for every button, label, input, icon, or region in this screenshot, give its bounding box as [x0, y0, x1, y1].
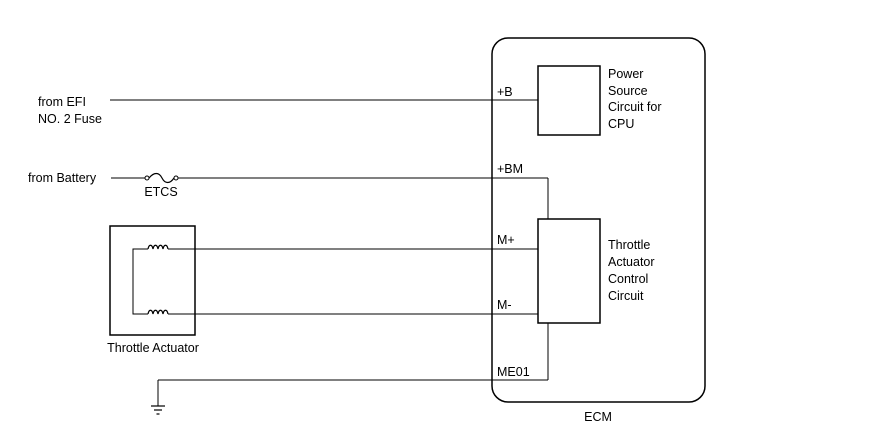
- power-block-line1: Power: [608, 67, 643, 81]
- ground-icon: [151, 405, 165, 415]
- terminal-m-plus: M+: [497, 233, 515, 247]
- motor-coil-icon: [147, 244, 169, 315]
- actuator-coil-link: [132, 248, 148, 315]
- battery-source: from Battery: [28, 171, 97, 185]
- throttle-block-line2: Actuator: [608, 255, 655, 269]
- throttle-control-block: [537, 218, 601, 324]
- throttle-block-line3: Control: [608, 272, 648, 286]
- throttle-block-line4: Circuit: [608, 289, 644, 303]
- power-block-line4: CPU: [608, 117, 634, 131]
- power-block-line3: Circuit for: [608, 100, 661, 114]
- fuse-icon: [144, 172, 179, 184]
- throttle-actuator-box: [109, 225, 196, 336]
- fuse-label: ETCS: [144, 185, 177, 199]
- efi-source-line2: NO. 2 Fuse: [38, 112, 102, 126]
- terminal-bm: +BM: [497, 162, 523, 176]
- power-source-block: [537, 65, 601, 136]
- efi-source-line1: from EFI: [38, 95, 86, 109]
- terminal-me01: ME01: [497, 365, 530, 379]
- power-block-line2: Source: [608, 84, 648, 98]
- ecm-label: ECM: [584, 410, 612, 424]
- actuator-label: Throttle Actuator: [107, 341, 199, 355]
- terminal-m-minus: M-: [497, 298, 512, 312]
- throttle-block-line1: Throttle: [608, 238, 650, 252]
- terminal-b: +B: [497, 85, 513, 99]
- ecm-outline: [491, 37, 706, 403]
